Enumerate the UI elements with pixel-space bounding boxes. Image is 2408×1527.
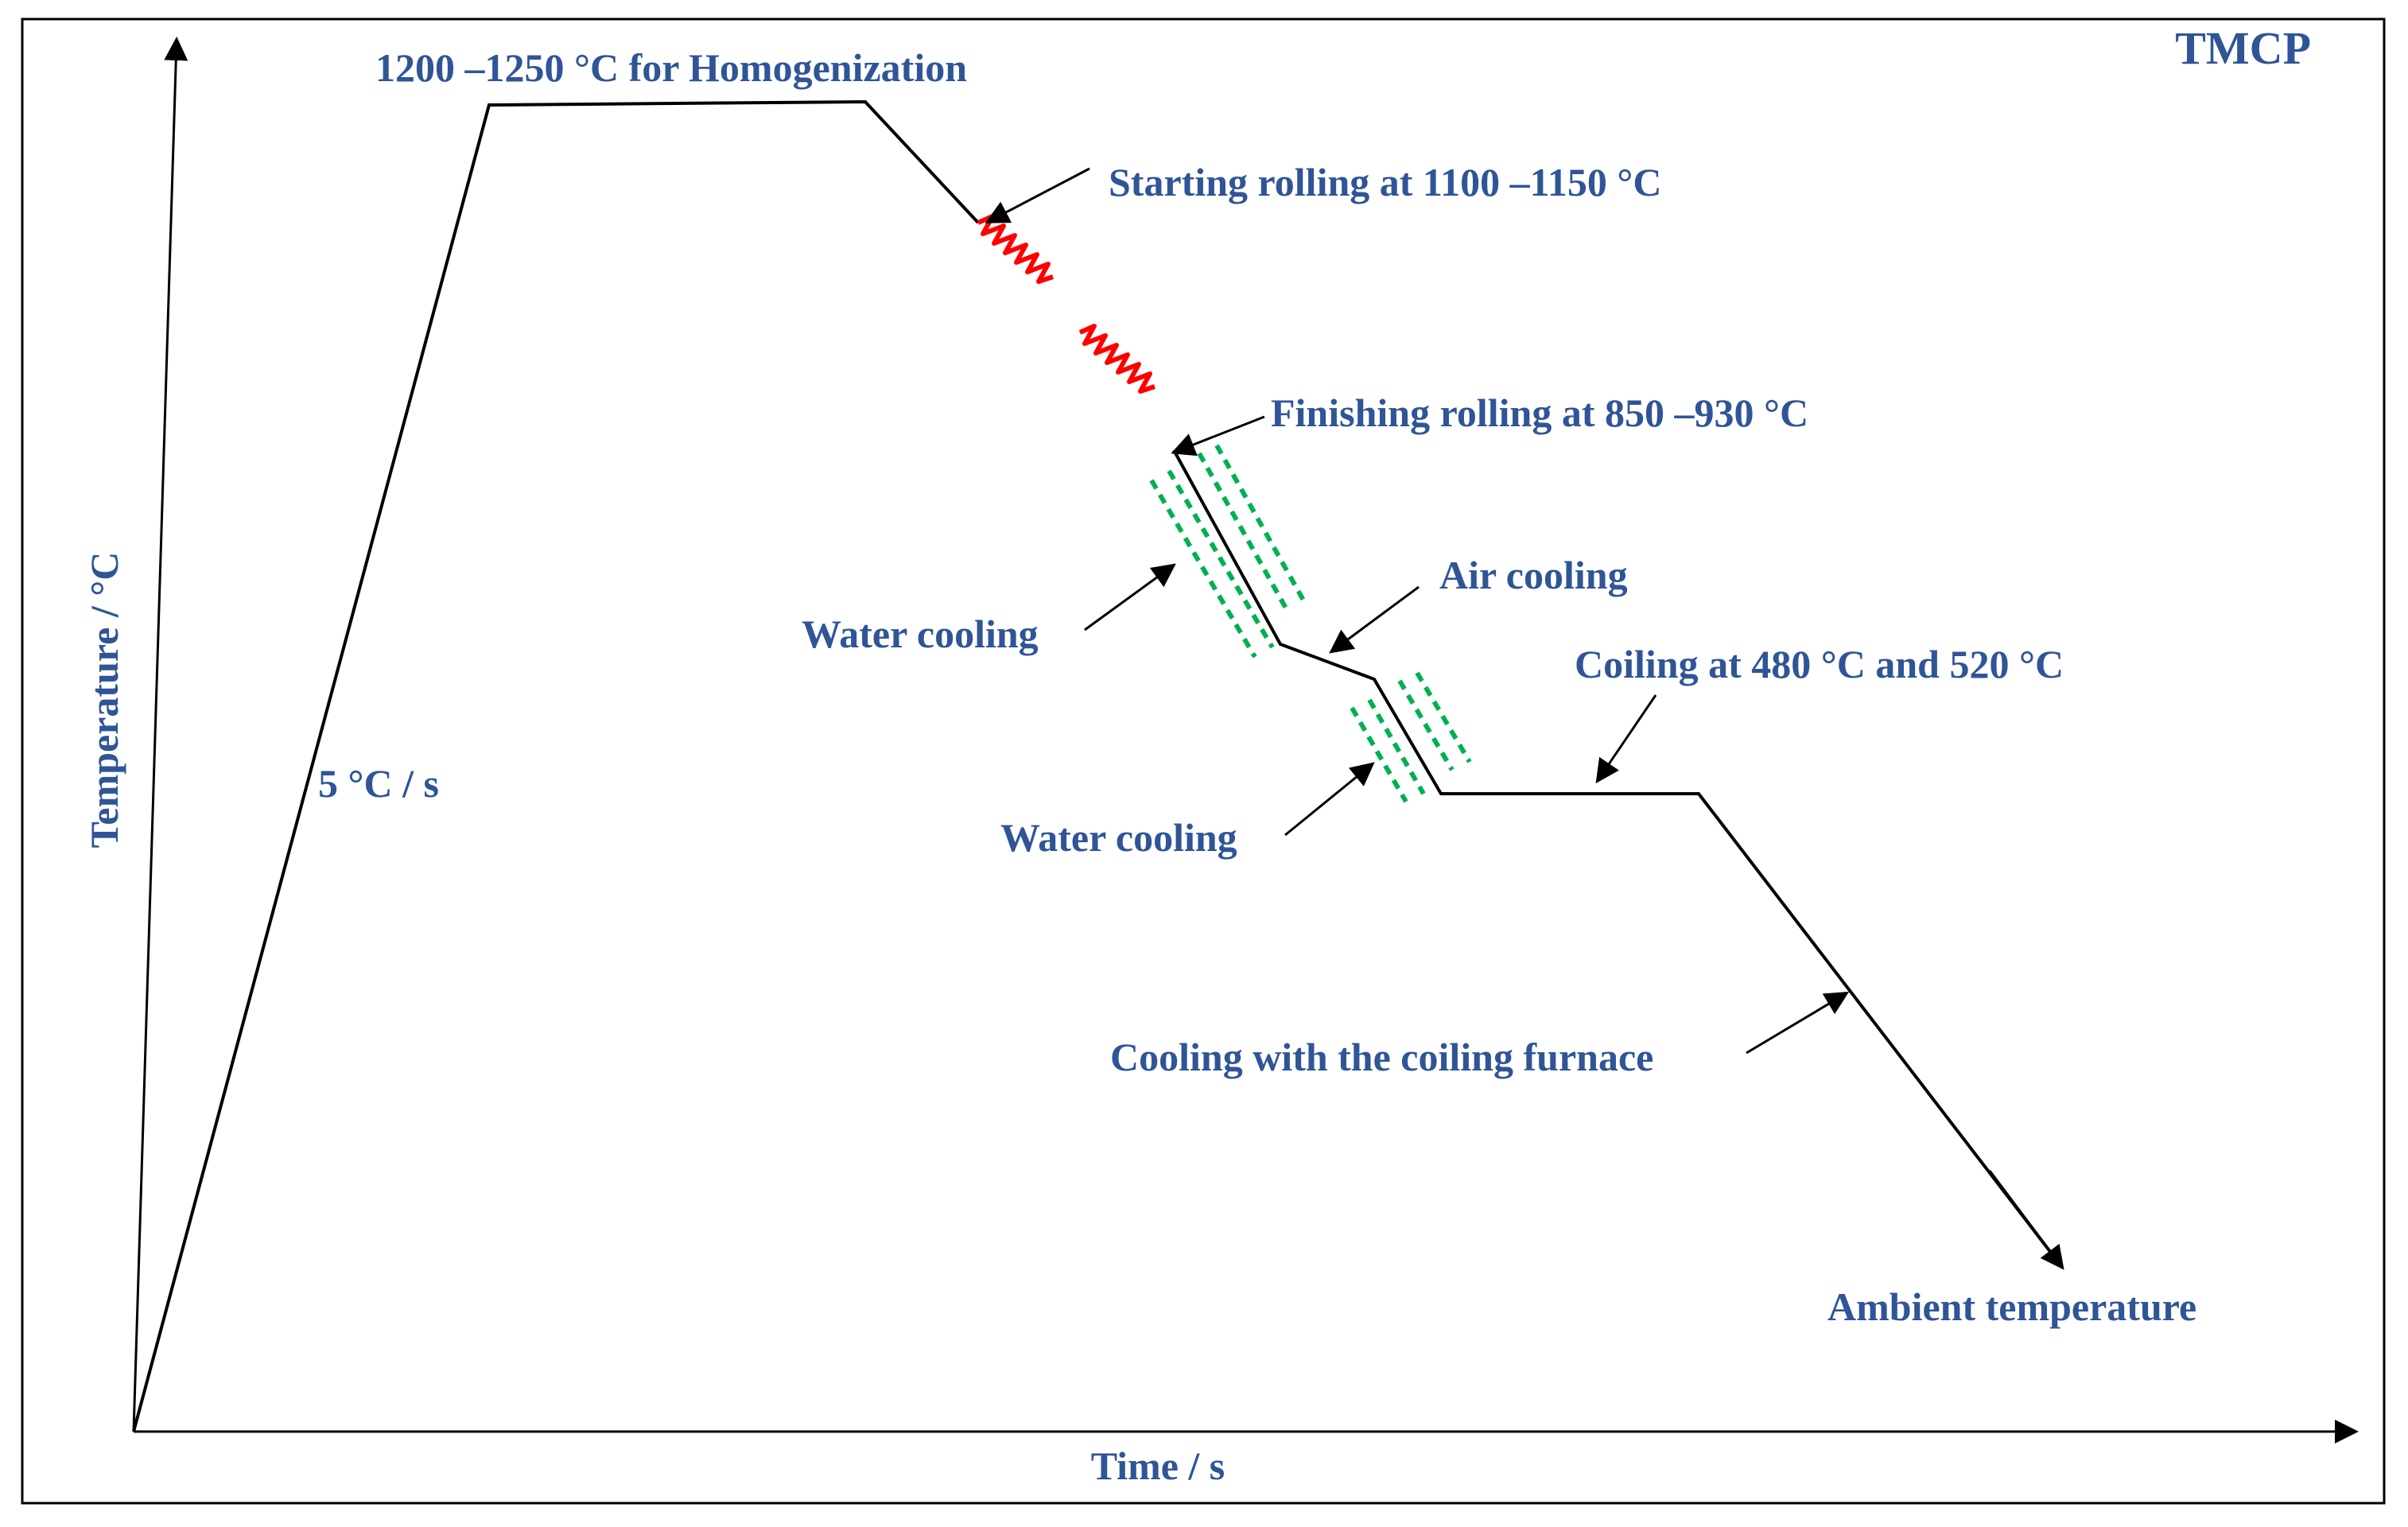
arrow-coiling [1595,694,1657,783]
furnace-cooling-label: Cooling with the coiling furnace [1110,1035,1653,1079]
arrow-ambient [1988,1170,2064,1270]
rolling-zigzag [977,214,1155,394]
y-axis [132,37,188,1432]
air-cooling-label: Air cooling [1439,553,1628,597]
y-axis-label: Temperature / °C [82,552,126,849]
ambient-temperature-label: Ambient temperature [1827,1284,2196,1329]
water-cooling-marks-1 [1149,444,1308,659]
finish-rolling-label: Finishing rolling at 850 –930 °C [1271,390,1808,435]
arrow-furnace-cooling [1746,991,1850,1055]
water-cooling-marks-2 [1350,671,1472,803]
water-cooling-label-2: Water cooling [1000,815,1237,860]
process-curve-heating-hold-cooling [132,99,980,1432]
arrow-water-cooling-2 [1284,762,1375,837]
water-cooling-label-1: Water cooling [802,612,1039,656]
start-rolling-label: Starting rolling at 1100 –1150 °C [1109,160,1662,204]
arrow-water-cooling-1 [1084,563,1176,631]
diagram-frame [21,17,2386,1505]
x-axis-label: Time / s [1091,1443,1225,1488]
arrow-air-cooling [1329,585,1420,654]
arrow-start-rolling [985,167,1090,223]
arrow-finish-rolling [1171,415,1265,457]
diagram-title: TMCP [2175,22,2311,74]
homogenization-label: 1200 –1250 °C for Homogenization [375,45,967,90]
heating-rate-label: 5 °C / s [318,761,439,806]
process-curve-after-rolling [1172,449,2063,1268]
coiling-label: Coiling at 480 °C and 520 °C [1575,642,2064,686]
